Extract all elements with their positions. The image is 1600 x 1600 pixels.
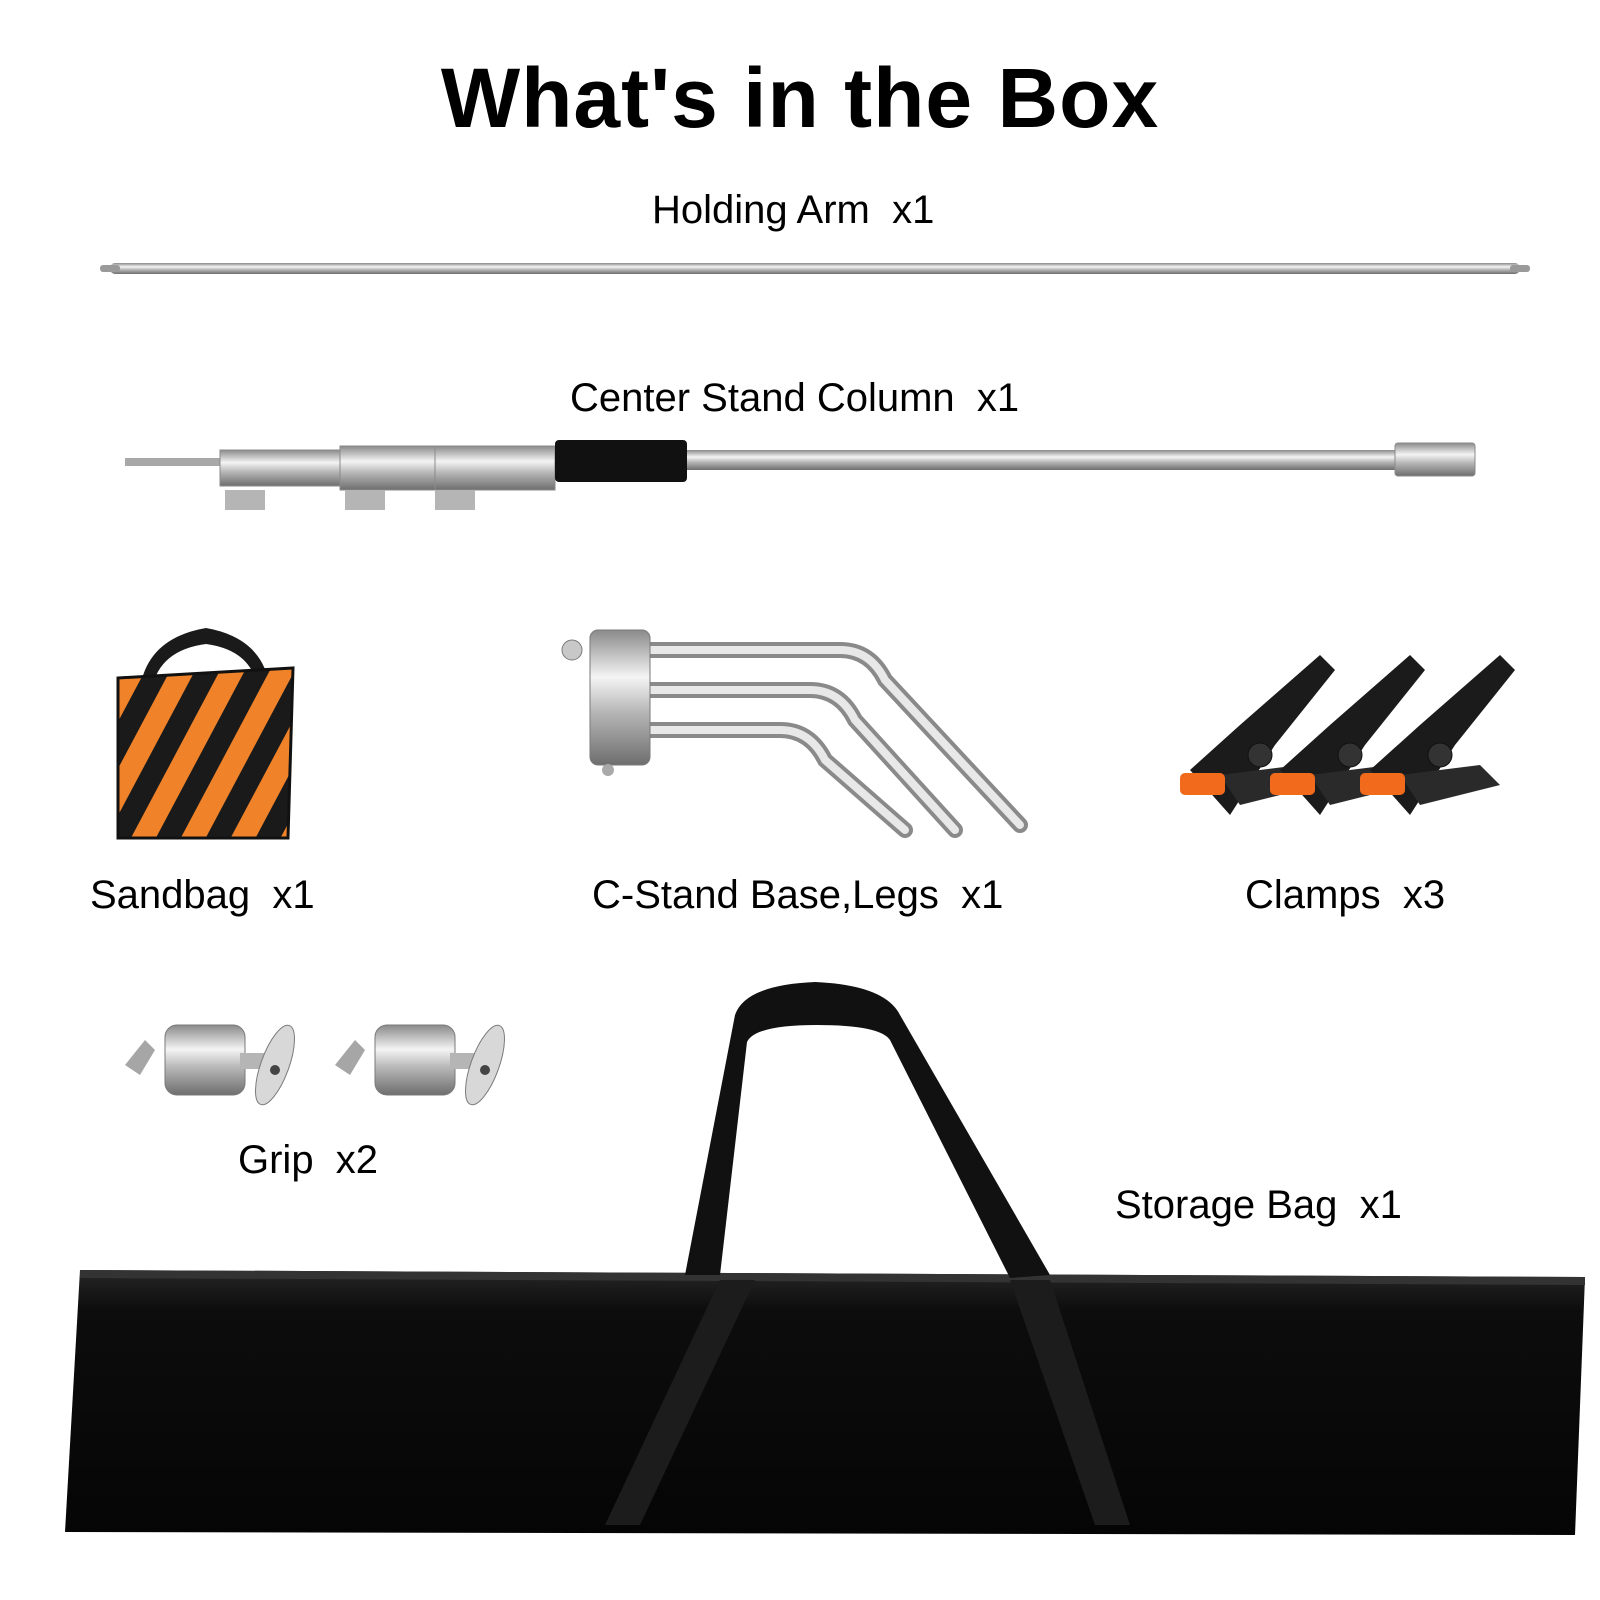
- clamps-label: Clamps x3: [1245, 873, 1446, 917]
- sandbag-label: Sandbag x1: [90, 873, 315, 917]
- grip-label: Grip x2: [238, 1138, 379, 1182]
- c-stand-base-legs-label: C-Stand Base,Legs x1: [592, 873, 1004, 917]
- center-stand-column-icon: [125, 440, 1476, 510]
- center-stand-column-label: Center Stand Column x1: [570, 376, 1020, 420]
- storage-bag-icon: [65, 982, 1585, 1535]
- grip-heads-icon: [125, 1020, 514, 1110]
- holding-arm-label: Holding Arm x1: [652, 188, 935, 232]
- c-stand-base-legs-icon: [561, 629, 1028, 838]
- storage-bag-label: Storage Bag x1: [1115, 1183, 1402, 1227]
- holding-arm-pole-icon: [100, 263, 1530, 274]
- page-title: What's in the Box: [440, 51, 1160, 145]
- spring-clamps-icon: [1180, 654, 1516, 816]
- sandbag-icon: [116, 628, 295, 840]
